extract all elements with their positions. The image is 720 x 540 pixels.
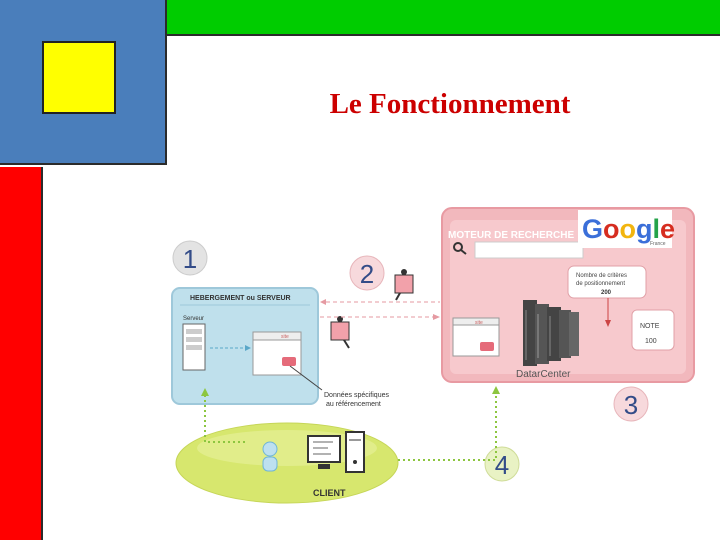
computer-icon (307, 431, 365, 473)
search-engine-panel: MOTEUR DE RECHERCHE Google France Nombre… (441, 207, 695, 383)
note-box (631, 309, 675, 351)
server-panel-header: HEBERGEMENT ou SERVEUR (190, 295, 291, 302)
server-tower-icon (182, 323, 206, 371)
svg-text:site: site (281, 334, 289, 340)
criteria-box (567, 265, 647, 299)
seo-diagram: MOTEUR DE RECHERCHE Google France Nombre… (171, 207, 695, 504)
server-panel: HEBERGEMENT ou SERVEUR Serveur site (171, 287, 323, 405)
search-query-field (474, 241, 584, 259)
svg-text:site: site (475, 320, 483, 326)
note-label: NOTE (640, 323, 660, 330)
slide-title: Le Fonctionnement (329, 88, 571, 120)
server-label: Serveur (183, 316, 204, 322)
criteria-line2: de positionnement (576, 281, 625, 287)
search-engine-header: MOTEUR DE RECHERCHE (448, 230, 574, 241)
step-4-badge: 4 (484, 446, 520, 482)
svg-text:2: 2 (360, 259, 374, 289)
step-3-badge: 3 (613, 386, 649, 422)
datacenter-label: DatarCenter (516, 369, 571, 380)
green-top-bar (167, 0, 720, 36)
svg-text:3: 3 (624, 390, 638, 420)
datacenter-servers (523, 300, 579, 366)
svg-text:Google: Google (582, 214, 675, 244)
note-value: 100 (645, 338, 657, 345)
crawler-robot-icon-2 (330, 316, 350, 349)
crawler-robot-icon (394, 269, 414, 301)
yellow-square (42, 41, 116, 114)
user-icon (262, 441, 278, 472)
magnifier-icon (453, 242, 467, 255)
step-1-badge: 1 (172, 240, 208, 276)
google-logo-sub: France (650, 241, 666, 247)
annotation-line1: Données spécifiques (324, 392, 389, 399)
criteria-line1: Nombre de critères (576, 273, 627, 279)
annotation-line2: au référencement (326, 401, 381, 408)
client-label: CLIENT (313, 488, 346, 498)
client-ellipse: CLIENT (175, 422, 399, 504)
criteria-value: 200 (601, 290, 612, 296)
step-2-badge: 2 (349, 255, 385, 291)
red-side-bar (0, 167, 43, 540)
svg-text:4: 4 (495, 450, 509, 480)
google-logo: Google France (578, 210, 675, 248)
svg-text:1: 1 (183, 244, 197, 274)
indexed-site-page: site (452, 317, 500, 357)
